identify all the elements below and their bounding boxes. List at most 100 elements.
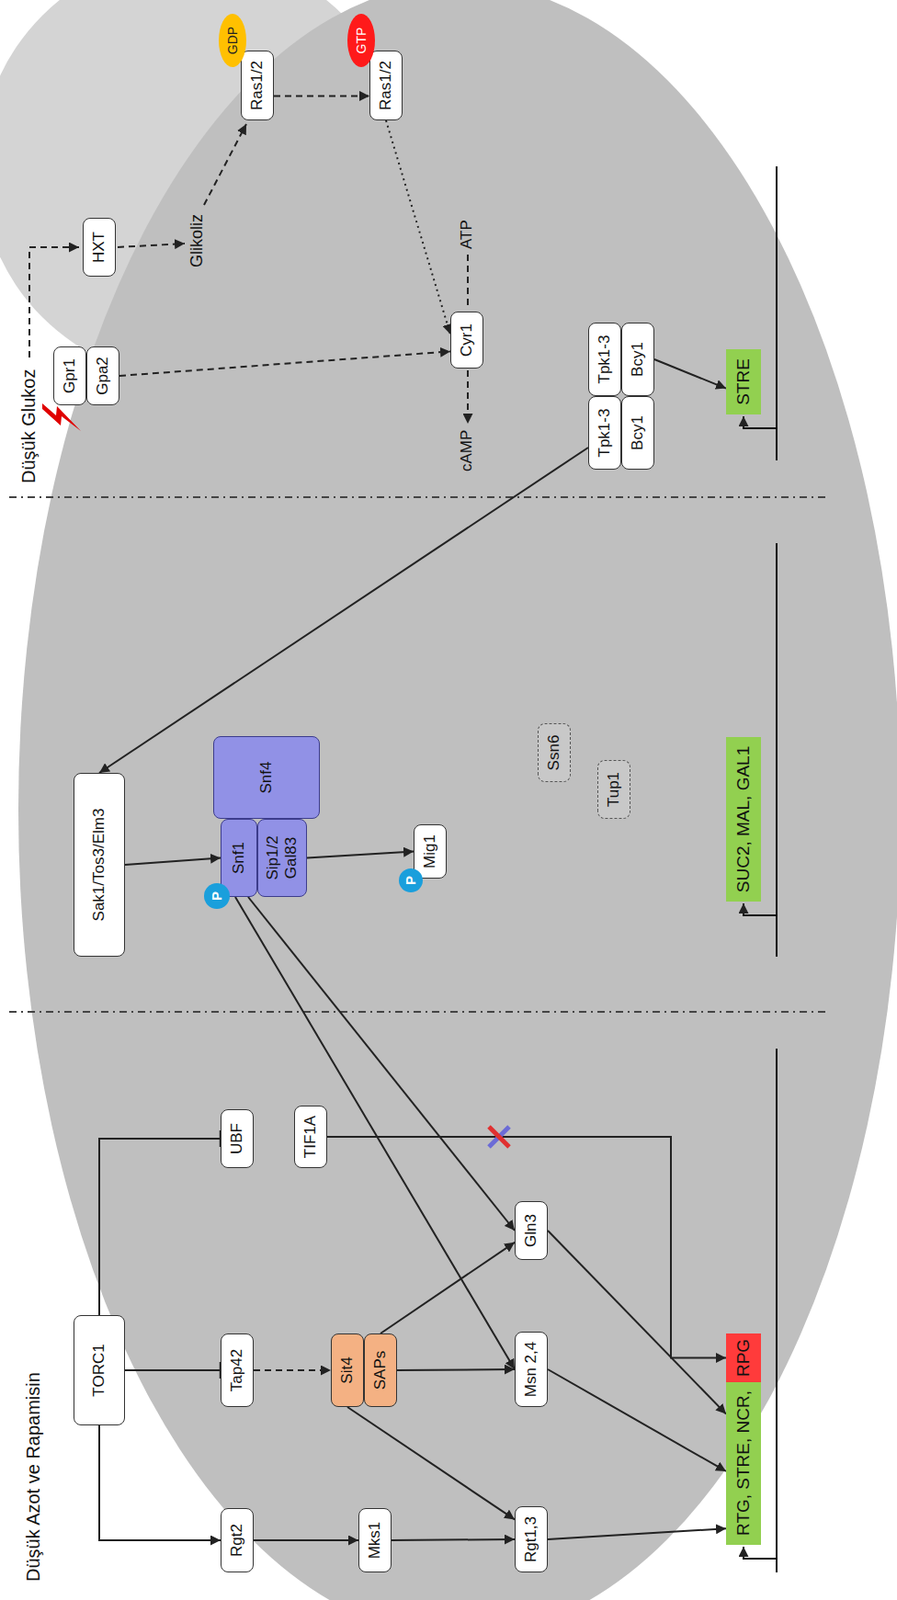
process-box: Cyr1 [450, 311, 484, 369]
inhibition-cross [488, 1126, 510, 1147]
promoter-arrow [743, 416, 777, 429]
annotation-label: Düşük Azot ve Rapamisin [22, 1372, 44, 1582]
complex-subunit: Snf1 [220, 818, 258, 897]
node-text: Bcy1 [628, 415, 648, 451]
promoter-arrow [743, 903, 777, 916]
section-divider [9, 496, 828, 499]
arrow-connector [347, 1407, 515, 1520]
arrow-connector [235, 897, 515, 1370]
node-text: TIF1A [301, 1115, 320, 1159]
arrow-connector [124, 858, 221, 866]
complex-subunit: Sip1/2 Gal83 [257, 818, 307, 897]
process-box: TORC1 [73, 1315, 125, 1426]
arrow-connector [654, 359, 727, 389]
node-text: P [207, 891, 227, 901]
process-box: Gpr1 [53, 346, 87, 406]
arrow-connector [248, 897, 515, 1231]
yeast-cell [18, 0, 897, 1600]
node-text: Gln3 [522, 1214, 541, 1248]
process-box: Tpk1-3 [588, 322, 622, 397]
process-box: Gpa2 [86, 346, 120, 406]
node-text: Snf1 [229, 841, 249, 875]
node-text: Msn 2,4 [522, 1341, 541, 1397]
arrow-connector [386, 120, 451, 335]
annotation-label: Düşük Glukoz [18, 369, 39, 485]
label-text: Düşük Azot ve Rapamisin [22, 1372, 44, 1582]
arrow-connector [99, 1425, 221, 1541]
process-box: Sak1/Tos3/Elm3 [73, 772, 125, 957]
node-text: HXT [90, 231, 109, 263]
process-box: TIF1A [294, 1105, 328, 1169]
gene-box: RPG [726, 1333, 761, 1383]
dashed-arrow [204, 124, 247, 205]
gene-box: RTG, STRE, NCR, [726, 1381, 761, 1545]
phosphate-circle: P [204, 883, 230, 909]
label-text: Düşük Glukoz [18, 369, 39, 485]
arrow-connector [253, 1369, 331, 1372]
node-text: Tap42 [227, 1349, 247, 1392]
dashed-line [466, 254, 469, 308]
arrow-connector [306, 851, 414, 859]
lightning-symbol [42, 403, 81, 432]
node-text: Sak1/Tos3/Elm3 [90, 808, 109, 922]
node-text: Mig1 [420, 834, 440, 869]
annotation-label: ATP [458, 219, 477, 250]
node-text: P [401, 875, 421, 886]
process-box: Mks1 [358, 1508, 392, 1573]
node-text: Rgt1,3 [522, 1516, 541, 1563]
node-text: UBF [227, 1123, 247, 1155]
label-text: cAMP [457, 430, 476, 472]
node-text: Ras1/2 [376, 60, 396, 111]
process-box: UBF [220, 1109, 254, 1169]
node-text: Gpr1 [60, 358, 80, 394]
node-text: Sip1/2 Gal83 [263, 828, 301, 887]
arrow-connector [547, 1230, 727, 1415]
node-text: RPG [733, 1339, 754, 1377]
arrow-connector [327, 1136, 727, 1359]
gene-box: SUC2, MAL, GAL1 [726, 737, 761, 902]
arrow-connector [547, 1369, 727, 1472]
node-text: Ras1/2 [248, 60, 267, 111]
arrow-connector [253, 1539, 359, 1542]
process-box: Bcy1 [621, 322, 655, 397]
process-box: HXT [82, 217, 116, 277]
label-text: ATP [457, 219, 476, 250]
process-box: Gln3 [514, 1201, 548, 1261]
dashed-arrow [29, 247, 80, 358]
node-text: Rgt2 [227, 1523, 247, 1557]
arrow-connector [547, 1528, 727, 1540]
process-box: Sit4 [330, 1333, 364, 1408]
nucleotide-oval: GDP [218, 13, 247, 68]
process-box: Tup1 [597, 760, 631, 819]
node-text: TORC1 [90, 1343, 109, 1397]
node-text: Sit4 [338, 1356, 357, 1384]
inhibition-connector [99, 1138, 221, 1316]
dashed-arrow [117, 243, 185, 248]
process-box: Ras1/2 [240, 50, 274, 121]
dna-line [775, 543, 778, 957]
node-text: Tpk1-3 [595, 335, 614, 385]
node-text: Gpa2 [93, 356, 113, 396]
process-box: Ssn6 [537, 723, 571, 783]
dashed-arrow [466, 370, 469, 424]
process-box: Ras1/2 [369, 50, 403, 121]
process-box: Tap42 [220, 1333, 254, 1408]
promoter-arrow [743, 1546, 777, 1559]
arrow-connector [397, 1369, 515, 1371]
process-box: Rgt1,3 [514, 1506, 548, 1573]
node-text: Mks1 [365, 1521, 385, 1560]
node-text: Bcy1 [628, 341, 648, 377]
process-box: Rgt2 [220, 1508, 254, 1573]
arrow-connector [391, 1539, 515, 1541]
dna-line [775, 166, 778, 461]
arrow-connector [119, 351, 451, 376]
node-text: Snf4 [257, 761, 276, 795]
phosphate-circle: P [398, 868, 423, 893]
dna-line [775, 1048, 778, 1573]
inhibition-cross [488, 1126, 510, 1147]
node-text: Tup1 [604, 772, 624, 807]
process-box: Bcy1 [621, 396, 655, 470]
